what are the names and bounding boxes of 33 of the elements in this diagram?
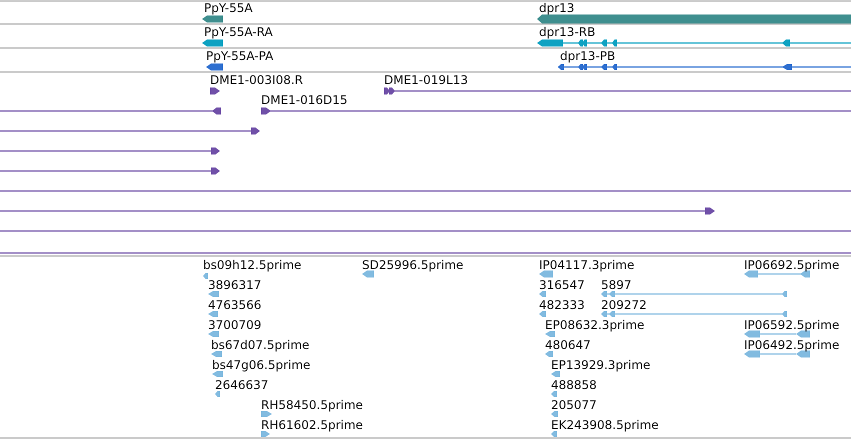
feature-label: RH58450.5prime bbox=[261, 398, 363, 412]
feature-label: DME1-019L13 bbox=[384, 73, 468, 87]
feature-label: EP13929.3prime bbox=[551, 358, 650, 372]
feature-label: DME1-003I08.R bbox=[210, 73, 304, 87]
feature-label: 488858 bbox=[551, 378, 597, 392]
feature-label: dpr13-RB bbox=[539, 25, 596, 39]
feature-label: dpr13 bbox=[539, 1, 574, 15]
feature-label: EP08632.3prime bbox=[545, 318, 644, 332]
feature-label: 482333 bbox=[539, 298, 585, 312]
feature-label: DME1-016D15 bbox=[261, 93, 348, 107]
feature-label: 316547 bbox=[539, 278, 585, 292]
feature-label: 5897 bbox=[601, 278, 632, 292]
feature-label: bs67d07.5prime bbox=[211, 338, 310, 352]
feature-label: SD25996.5prime bbox=[362, 258, 464, 272]
feature-label: IP06692.5prime bbox=[744, 258, 840, 272]
feature-label: RH61602.5prime bbox=[261, 418, 363, 432]
feature-label: 3896317 bbox=[208, 278, 262, 292]
feature-label: EK243908.5prime bbox=[551, 418, 659, 432]
feature-label: IP06492.5prime bbox=[744, 338, 840, 352]
feature-label: 2646637 bbox=[215, 378, 268, 392]
feature-label: PpY-55A-PA bbox=[206, 49, 274, 63]
feature-label: 4763566 bbox=[208, 298, 262, 312]
feature-label: PpY-55A bbox=[204, 1, 253, 15]
feature-label: bs47g06.5prime bbox=[212, 358, 310, 372]
feature-label: PpY-55A-RA bbox=[204, 25, 273, 39]
feature-label: 209272 bbox=[601, 298, 647, 312]
feature-label: dpr13-PB bbox=[560, 49, 616, 63]
feature-label: IP04117.3prime bbox=[539, 258, 634, 272]
feature-label: IP06592.5prime bbox=[744, 318, 840, 332]
feature-label: 480647 bbox=[545, 338, 591, 352]
feature-label: 3700709 bbox=[208, 318, 262, 332]
feature-label: 205077 bbox=[551, 398, 597, 412]
feature-label: bs09h12.5prime bbox=[203, 258, 302, 272]
